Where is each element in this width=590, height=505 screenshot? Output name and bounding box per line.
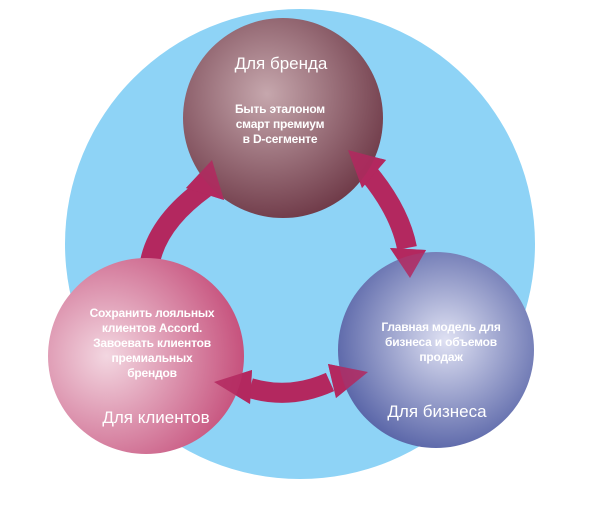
arrow-clients-business <box>247 372 335 403</box>
node-text-line: продаж <box>419 350 463 364</box>
node-text-clients: Сохранить лояльных клиентов Accord. Заво… <box>62 306 242 381</box>
node-circle-business <box>338 252 534 448</box>
node-title-business: Для бизнеса <box>387 402 487 421</box>
node-text-brand: Быть эталоном смарт премиум в D-сегменте <box>200 102 360 147</box>
arrow-head-to-brand-right-overlay <box>348 150 386 188</box>
arrow-head-to-clients-bottom-overlay <box>214 370 252 404</box>
node-text-line: Главная модель для <box>381 320 501 334</box>
node-text-line: бизнеса и объемов <box>385 335 497 349</box>
node-title-brand: Для бренда <box>234 54 328 73</box>
node-text-line: Быть эталоном <box>235 102 325 116</box>
node-text-line: клиентов Accord. <box>101 321 203 335</box>
arrow-brand-business <box>362 168 417 251</box>
node-text-line: Сохранить лояльных <box>89 306 215 320</box>
node-text-line: брендов <box>127 366 177 380</box>
node-text-business: Главная модель для бизнеса и объемов про… <box>356 320 526 365</box>
arrow-head-to-business-bottom-overlay <box>328 364 368 398</box>
arrow-brand-clients <box>140 179 211 265</box>
arrow-head-to-brand-overlay <box>186 160 224 200</box>
cycle-arrows-overlap <box>186 150 426 404</box>
arrow-head-to-business-overlay <box>390 248 426 278</box>
node-title-clients: Для клиентов <box>102 408 210 427</box>
node-text-line: Завоевать клиентов <box>93 336 211 350</box>
node-circle-clients <box>48 258 244 454</box>
node-text-line: премиальных <box>111 351 193 365</box>
node-text-line: в D-сегменте <box>242 132 318 146</box>
node-circle-brand <box>183 18 383 218</box>
node-text-line: смарт премиум <box>235 117 325 131</box>
